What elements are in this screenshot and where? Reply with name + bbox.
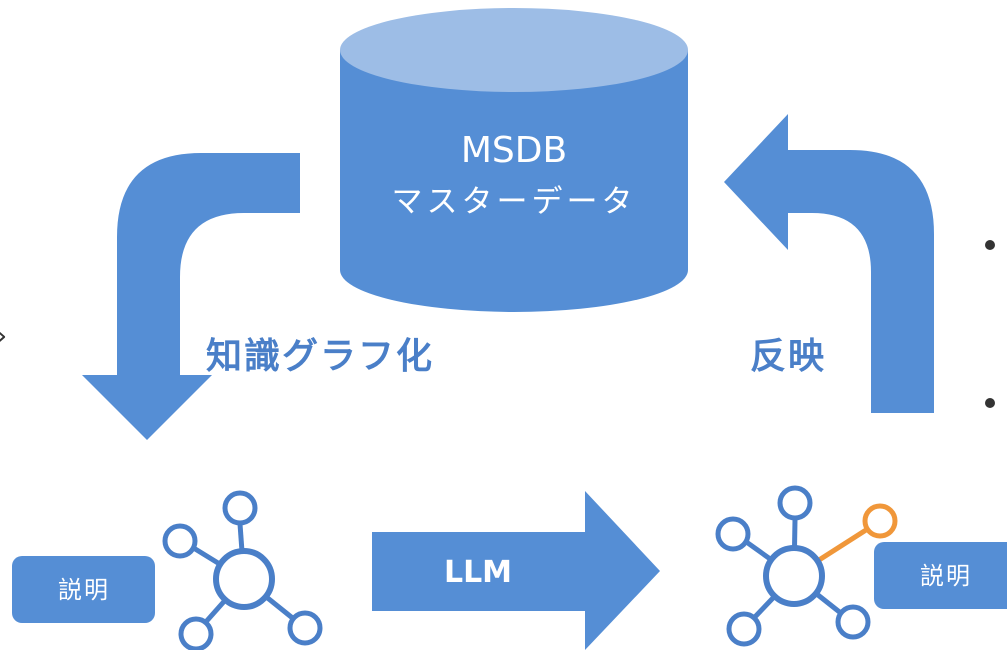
graph-node [178, 616, 214, 650]
description-badge-left [12, 556, 155, 623]
graph-node [726, 611, 762, 647]
graph-node [835, 604, 871, 640]
database-cylinder: MSDB マスターデータ [340, 8, 688, 312]
database-title: MSDB [461, 130, 567, 171]
graph-node [222, 490, 258, 526]
graph-node [287, 610, 323, 646]
to-graph-label: 知識グラフ化 [206, 336, 434, 377]
bullet-dot [985, 398, 995, 408]
description-label-left: 説明 [58, 576, 110, 604]
to-graph-arrow [82, 153, 300, 440]
new-graph-node [862, 503, 898, 539]
graph-center-node [213, 548, 275, 610]
reflect-label: 反映 [750, 336, 826, 377]
llm-label: LLM [444, 555, 512, 590]
graph-center-node [763, 545, 825, 607]
bullet-dot [985, 240, 995, 250]
edge-glyph-left: › [0, 319, 7, 352]
description-badge-right [874, 542, 1007, 609]
reflect-arrow [724, 114, 934, 413]
graph-node [777, 485, 813, 521]
cylinder-top [340, 8, 688, 92]
knowledge-graph-left: 説明 [12, 490, 323, 650]
database-subtitle: マスターデータ [392, 184, 637, 220]
cylinder-body [340, 50, 688, 312]
graph-node [715, 516, 751, 552]
llm-arrow: LLM [372, 491, 660, 650]
llm-arrow-shape [372, 491, 660, 650]
graph-node [162, 523, 198, 559]
description-label-right: 説明 [920, 562, 972, 590]
knowledge-graph-right: 説明 [715, 485, 1007, 647]
